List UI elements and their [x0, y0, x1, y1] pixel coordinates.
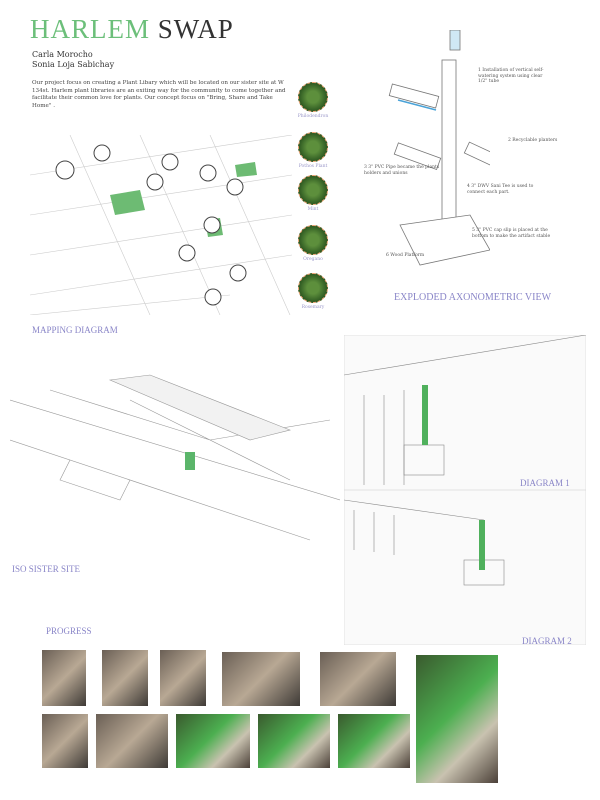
annotation-3: 3 3" PVC Pipe became the plants holders … — [364, 165, 440, 176]
mapping-diagram-label: MAPPING DIAGRAM — [32, 325, 118, 335]
progress-label: PROGRESS — [46, 626, 92, 636]
plant-pothos: Pothos Plant — [296, 132, 330, 169]
progress-photo — [42, 650, 86, 706]
progress-photo — [102, 650, 148, 706]
diagram-1-drawing — [344, 335, 586, 490]
annotation-6: 6 Wood Platform — [386, 253, 425, 258]
progress-photo — [338, 714, 410, 768]
plant-image — [298, 132, 328, 162]
poster-title: HARLEM SWAP — [30, 14, 234, 45]
progress-photo — [222, 652, 300, 706]
progress-photo — [42, 714, 88, 768]
progress-photo — [258, 714, 330, 768]
diagram-2-label: DIAGRAM 2 — [522, 636, 572, 646]
progress-photo — [320, 652, 396, 706]
progress-photo — [176, 714, 250, 768]
plant-rosemary: Rosemary — [296, 273, 330, 310]
exploded-view-label: EXPLODED AXONOMETRIC VIEW — [394, 292, 552, 303]
progress-photo — [96, 714, 168, 768]
iso-sister-site-label: ISO SISTER SITE — [12, 564, 81, 574]
plant-mint: Mint — [296, 175, 330, 212]
exploded-axonometric-drawing — [388, 30, 490, 266]
plant-label: Mint — [307, 207, 319, 212]
plant-label: Philodendron — [297, 114, 329, 119]
plant-label: Oregano — [303, 257, 323, 262]
annotation-1: 1 Installation of vertical self-watering… — [478, 68, 544, 84]
plant-image — [298, 225, 328, 255]
plant-image — [298, 175, 328, 205]
annotation-2: 2 Recyclable planters — [508, 138, 558, 143]
progress-photo — [160, 650, 206, 706]
project-description: Our project focus on creating a Plant Li… — [32, 80, 286, 109]
diagram-2-drawing — [344, 490, 586, 645]
plant-image — [298, 82, 328, 112]
plant-oregano: Oregano — [296, 225, 330, 262]
plant-label: Pothos Plant — [298, 164, 328, 169]
plant-philodendron: Philodendron — [296, 82, 330, 119]
title-harlem: HARLEM — [30, 14, 150, 44]
author: Carla Morocho — [32, 50, 93, 59]
mapping-diagram — [30, 135, 292, 315]
plant-label: Rosemary — [301, 305, 325, 310]
annotation-5: 5 3" PVC cap slip is placed at the botto… — [472, 228, 551, 239]
iso-sister-site-drawing — [10, 374, 340, 541]
title-swap: SWAP — [157, 14, 234, 44]
annotation-4: 4 3" DWV Sani Tee is used to connect eac… — [467, 184, 534, 195]
progress-photo — [416, 655, 498, 783]
diagram-1-label: DIAGRAM 1 — [520, 478, 570, 488]
author: Sonia Loja Sabichay — [32, 60, 115, 69]
plant-image — [298, 273, 328, 303]
